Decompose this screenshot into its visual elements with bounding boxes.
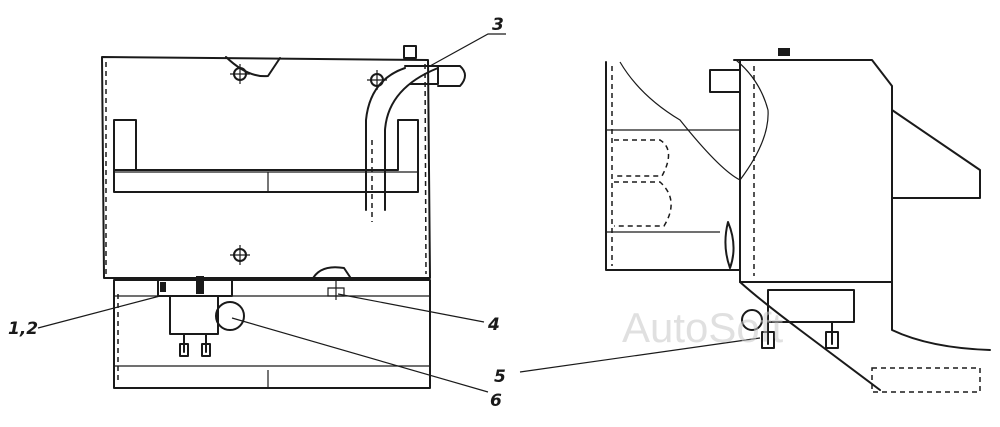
leader-lines-front <box>37 33 506 393</box>
bolt-symbol-bottom <box>230 245 250 265</box>
callout-label-6: 6 <box>490 391 502 411</box>
front-view <box>37 33 506 393</box>
filler-pipe <box>365 45 466 222</box>
bolt-symbol-top <box>230 64 250 84</box>
side-view <box>519 48 991 393</box>
tank-body <box>101 56 431 279</box>
callout-label-3: 3 <box>492 15 504 35</box>
top-bracket <box>225 56 281 78</box>
watermark-text: AutoSoft <box>622 304 783 351</box>
side-drain-valves <box>741 289 855 349</box>
internal-frame <box>113 119 419 193</box>
callout-label-5: 5 <box>494 367 506 387</box>
side-bracket-frame <box>605 59 769 271</box>
leader-line-5 <box>519 337 761 373</box>
callout-label-4: 4 <box>487 315 500 335</box>
callout-label-1-2: 1,2 <box>8 319 38 339</box>
drain-valve-assembly <box>157 276 345 357</box>
side-filler-neck <box>709 48 790 269</box>
side-tank-body <box>733 59 981 283</box>
